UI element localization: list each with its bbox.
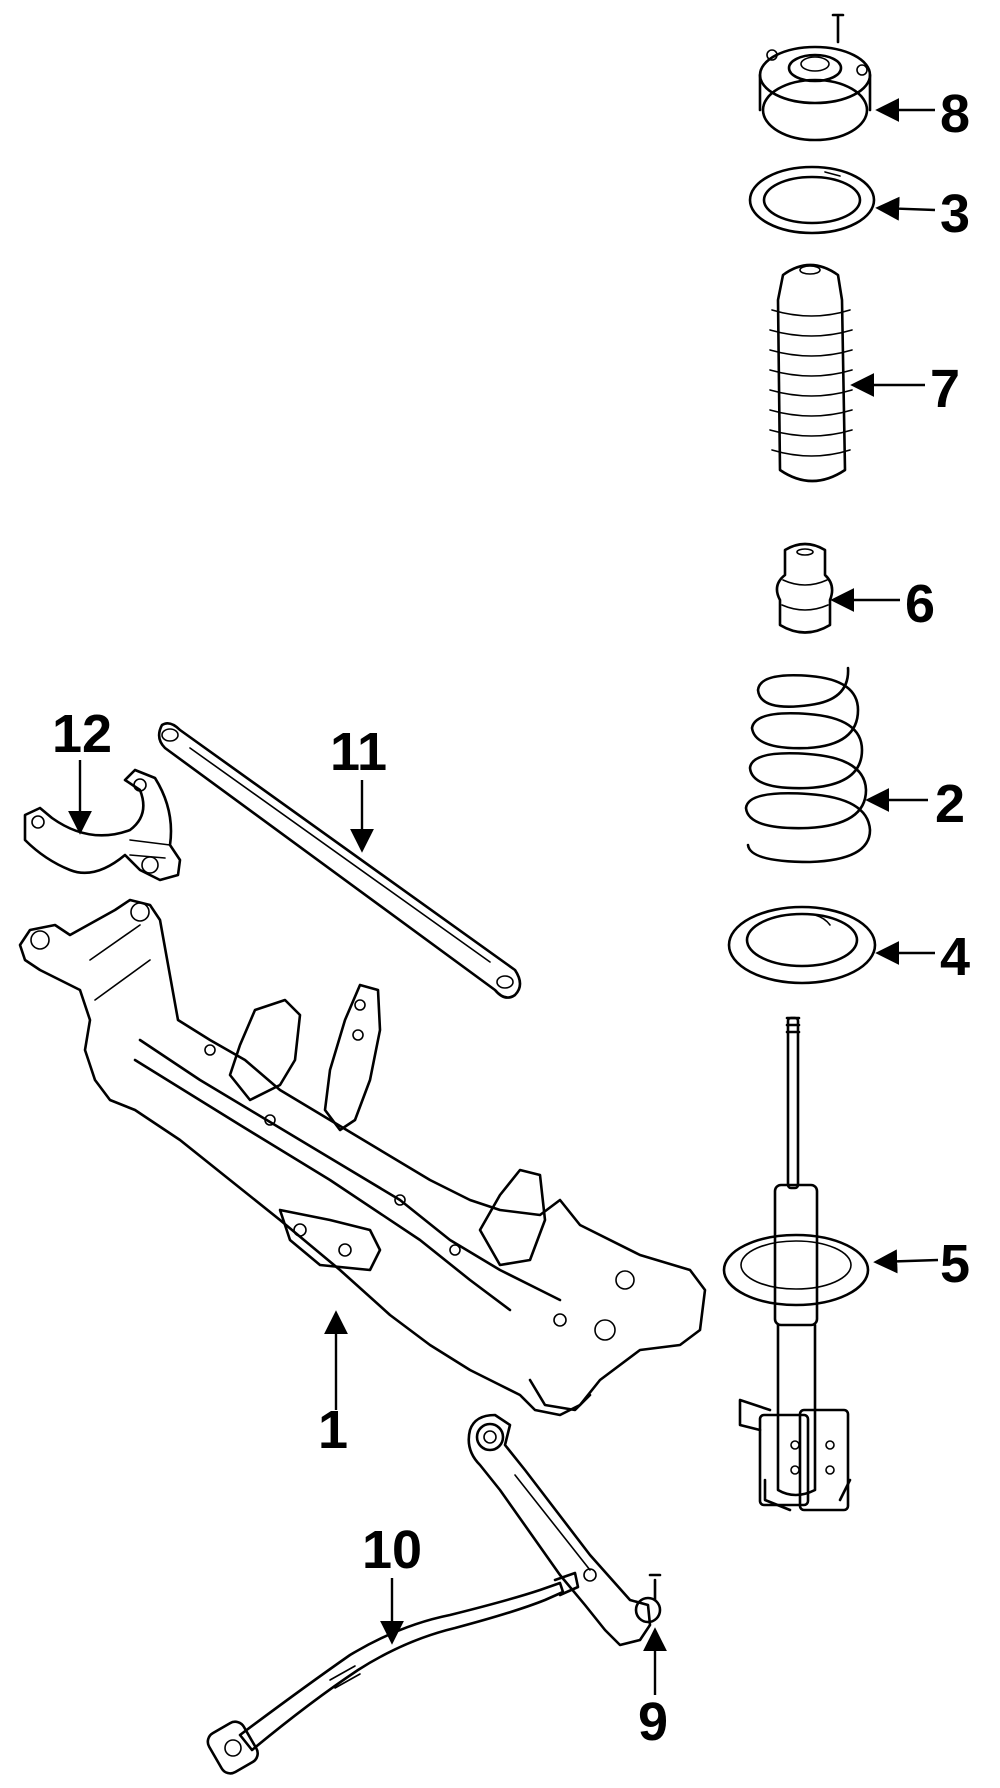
callout-8: 8 xyxy=(940,84,970,144)
stabilizer-bar xyxy=(206,1571,580,1775)
callout-1: 1 xyxy=(318,1400,348,1460)
callout-7: 7 xyxy=(930,359,960,419)
lower-control-arm xyxy=(467,1413,662,1647)
callout-2: 2 xyxy=(935,774,965,834)
dust-boot xyxy=(769,263,853,483)
strut-assembly xyxy=(722,1016,870,1512)
callout-9: 9 xyxy=(638,1692,668,1752)
callout-leaders xyxy=(68,98,939,1695)
callout-11: 11 xyxy=(330,722,387,782)
upper-spring-seat xyxy=(748,165,876,235)
strut-rod xyxy=(157,722,522,999)
lower-spring-insulator xyxy=(727,905,877,985)
callout-4: 4 xyxy=(940,927,970,987)
stabilizer-bracket xyxy=(23,768,182,882)
callout-12: 12 xyxy=(52,704,112,764)
callout-5: 5 xyxy=(940,1234,970,1294)
callout-numbers: 8 3 7 6 2 4 5 11 12 1 10 9 xyxy=(52,84,970,1752)
bump-stop xyxy=(775,542,834,634)
strut-mount xyxy=(758,13,872,142)
coil-spring xyxy=(744,666,872,864)
callout-6: 6 xyxy=(905,574,935,634)
callout-10: 10 xyxy=(362,1520,422,1580)
crossmember xyxy=(18,898,707,1417)
callout-3: 3 xyxy=(940,184,970,244)
